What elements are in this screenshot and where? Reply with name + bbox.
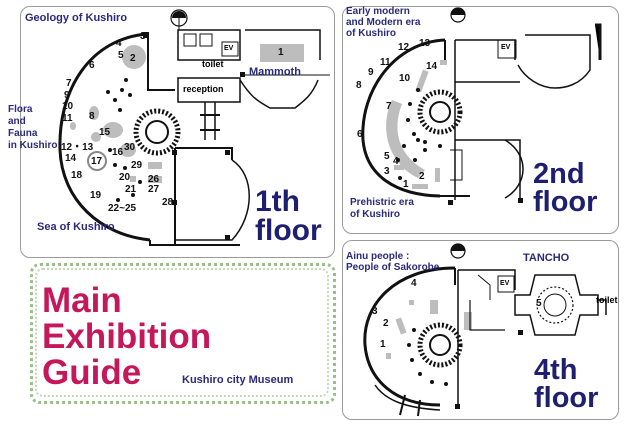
exhibit-number: 14 (65, 153, 77, 164)
exhibit-number: 26 (148, 174, 160, 185)
exhibit-number: 30 (124, 142, 136, 153)
label-modern-era: Early modern and Modern era of Kushiro (346, 6, 421, 39)
exhibit-number: 2 (383, 318, 389, 329)
exhibit-number: 11 (62, 113, 73, 124)
exhibit-number: 9 (368, 67, 374, 78)
guide-title-guide: Guide (42, 353, 142, 392)
exhibit-number: 5 (118, 50, 124, 61)
exhibit-number: 22~25 (108, 203, 137, 214)
label-toilet-1: toilet (202, 59, 224, 69)
exhibit-number: 10 (62, 101, 74, 112)
exhibit-number: 13 (419, 38, 431, 49)
exhibit-number: 28 (162, 197, 174, 208)
label-flora-fauna: Flora and Fauna in Kushiro (8, 104, 58, 151)
exhibit-number: 21 (125, 184, 137, 195)
second-floor-title-number: 2nd (533, 158, 585, 190)
label-reception: reception (183, 84, 224, 94)
exhibit-number: 14 (426, 61, 438, 72)
guide-vine-frame (30, 263, 336, 404)
exhibit-number: 4 (393, 156, 399, 167)
exhibit-number: 4 (411, 278, 417, 289)
exhibit-number: 7 (66, 78, 72, 89)
label-tancho: TANCHO (523, 252, 570, 264)
second-floor-compass-icon (450, 7, 466, 23)
exhibit-number: 5 (536, 298, 542, 309)
label-mammoth: Mammoth (249, 66, 301, 78)
second-floor-title: 2nd floor (533, 158, 598, 218)
label-prehistoric: Prehistric era of Kushiro (350, 197, 414, 220)
first-floor-spiral-stairs (133, 108, 181, 156)
exhibit-number: 10 (399, 73, 411, 84)
exhibit-number: 12 (398, 42, 410, 53)
first-floor-title-number: 1th (255, 185, 300, 218)
exhibit-number: 29 (131, 160, 143, 171)
first-floor-outer-wall (58, 32, 151, 242)
exhibit-2 (122, 45, 146, 69)
exhibit-number: 20 (119, 172, 131, 183)
exhibit-number: 12・13 (61, 142, 94, 153)
exhibit-number: 8 (356, 80, 362, 91)
exhibit-number: 17 (91, 156, 103, 167)
exhibit-number: 6 (357, 129, 363, 140)
museum-name: Kushiro city Museum (182, 374, 294, 386)
first-floor-title: 1th floor (255, 185, 322, 247)
exhibit-17 (87, 151, 107, 171)
exhibit-number: 7 (386, 101, 392, 112)
label-geology: Geology of Kushiro (25, 12, 128, 24)
exhibit-number: 2 (419, 171, 425, 182)
label-ainu: Ainu people : People of Sakorobe (346, 251, 440, 273)
exhibit-number: 16 (112, 147, 124, 158)
first-floor-compass-icon (170, 9, 188, 30)
exhibit-number: 2 (130, 53, 136, 64)
fourth-floor-title-word: floor (534, 381, 599, 414)
label-ev-2: EV (501, 44, 511, 51)
guide-title-exhibition: Exhibition (42, 317, 212, 356)
exhibit-number: 3 (372, 306, 378, 317)
second-floor-spiral-stairs (406, 88, 463, 148)
exhibit-number: 15 (99, 127, 111, 138)
exhibit-number: 19 (90, 190, 102, 201)
exhibit-number: 6 (89, 60, 95, 71)
label-ev-4: EV (500, 280, 510, 287)
tancho-hall (514, 274, 599, 336)
label-ev-1: EV (224, 45, 234, 52)
exhibit-number: 27 (148, 184, 160, 195)
exhibit-number: 9 (64, 90, 70, 101)
exhibit-number: 3 (140, 31, 146, 42)
exhibit-number: 11 (380, 57, 391, 68)
first-floor-title-word: floor (255, 213, 322, 247)
second-floor-title-word: floor (533, 185, 598, 218)
fourth-floor-title-number: 4th (534, 354, 578, 386)
exhibit-number: 4 (116, 38, 122, 49)
label-sea: Sea of Kushiro (37, 221, 115, 233)
fourth-floor-compass-icon (450, 243, 466, 259)
exhibit-number: 3 (384, 166, 390, 177)
exhibit-1-mammoth (260, 44, 304, 62)
exhibit-number: 8 (89, 111, 95, 122)
exhibit-number: 1 (380, 339, 386, 350)
exhibit-number: 5 (384, 151, 390, 162)
guide-vine-frame-inner (35, 268, 329, 397)
exhibit-number: 18 (71, 170, 83, 181)
exhibit-number: 1 (403, 179, 409, 190)
fourth-floor-title: 4th floor (534, 354, 599, 414)
exhibit-number: 1 (278, 47, 284, 58)
fourth-floor-spiral-stairs (407, 322, 463, 386)
label-toilet-4: toilet (596, 295, 618, 305)
guide-title-main: Main (42, 281, 122, 320)
